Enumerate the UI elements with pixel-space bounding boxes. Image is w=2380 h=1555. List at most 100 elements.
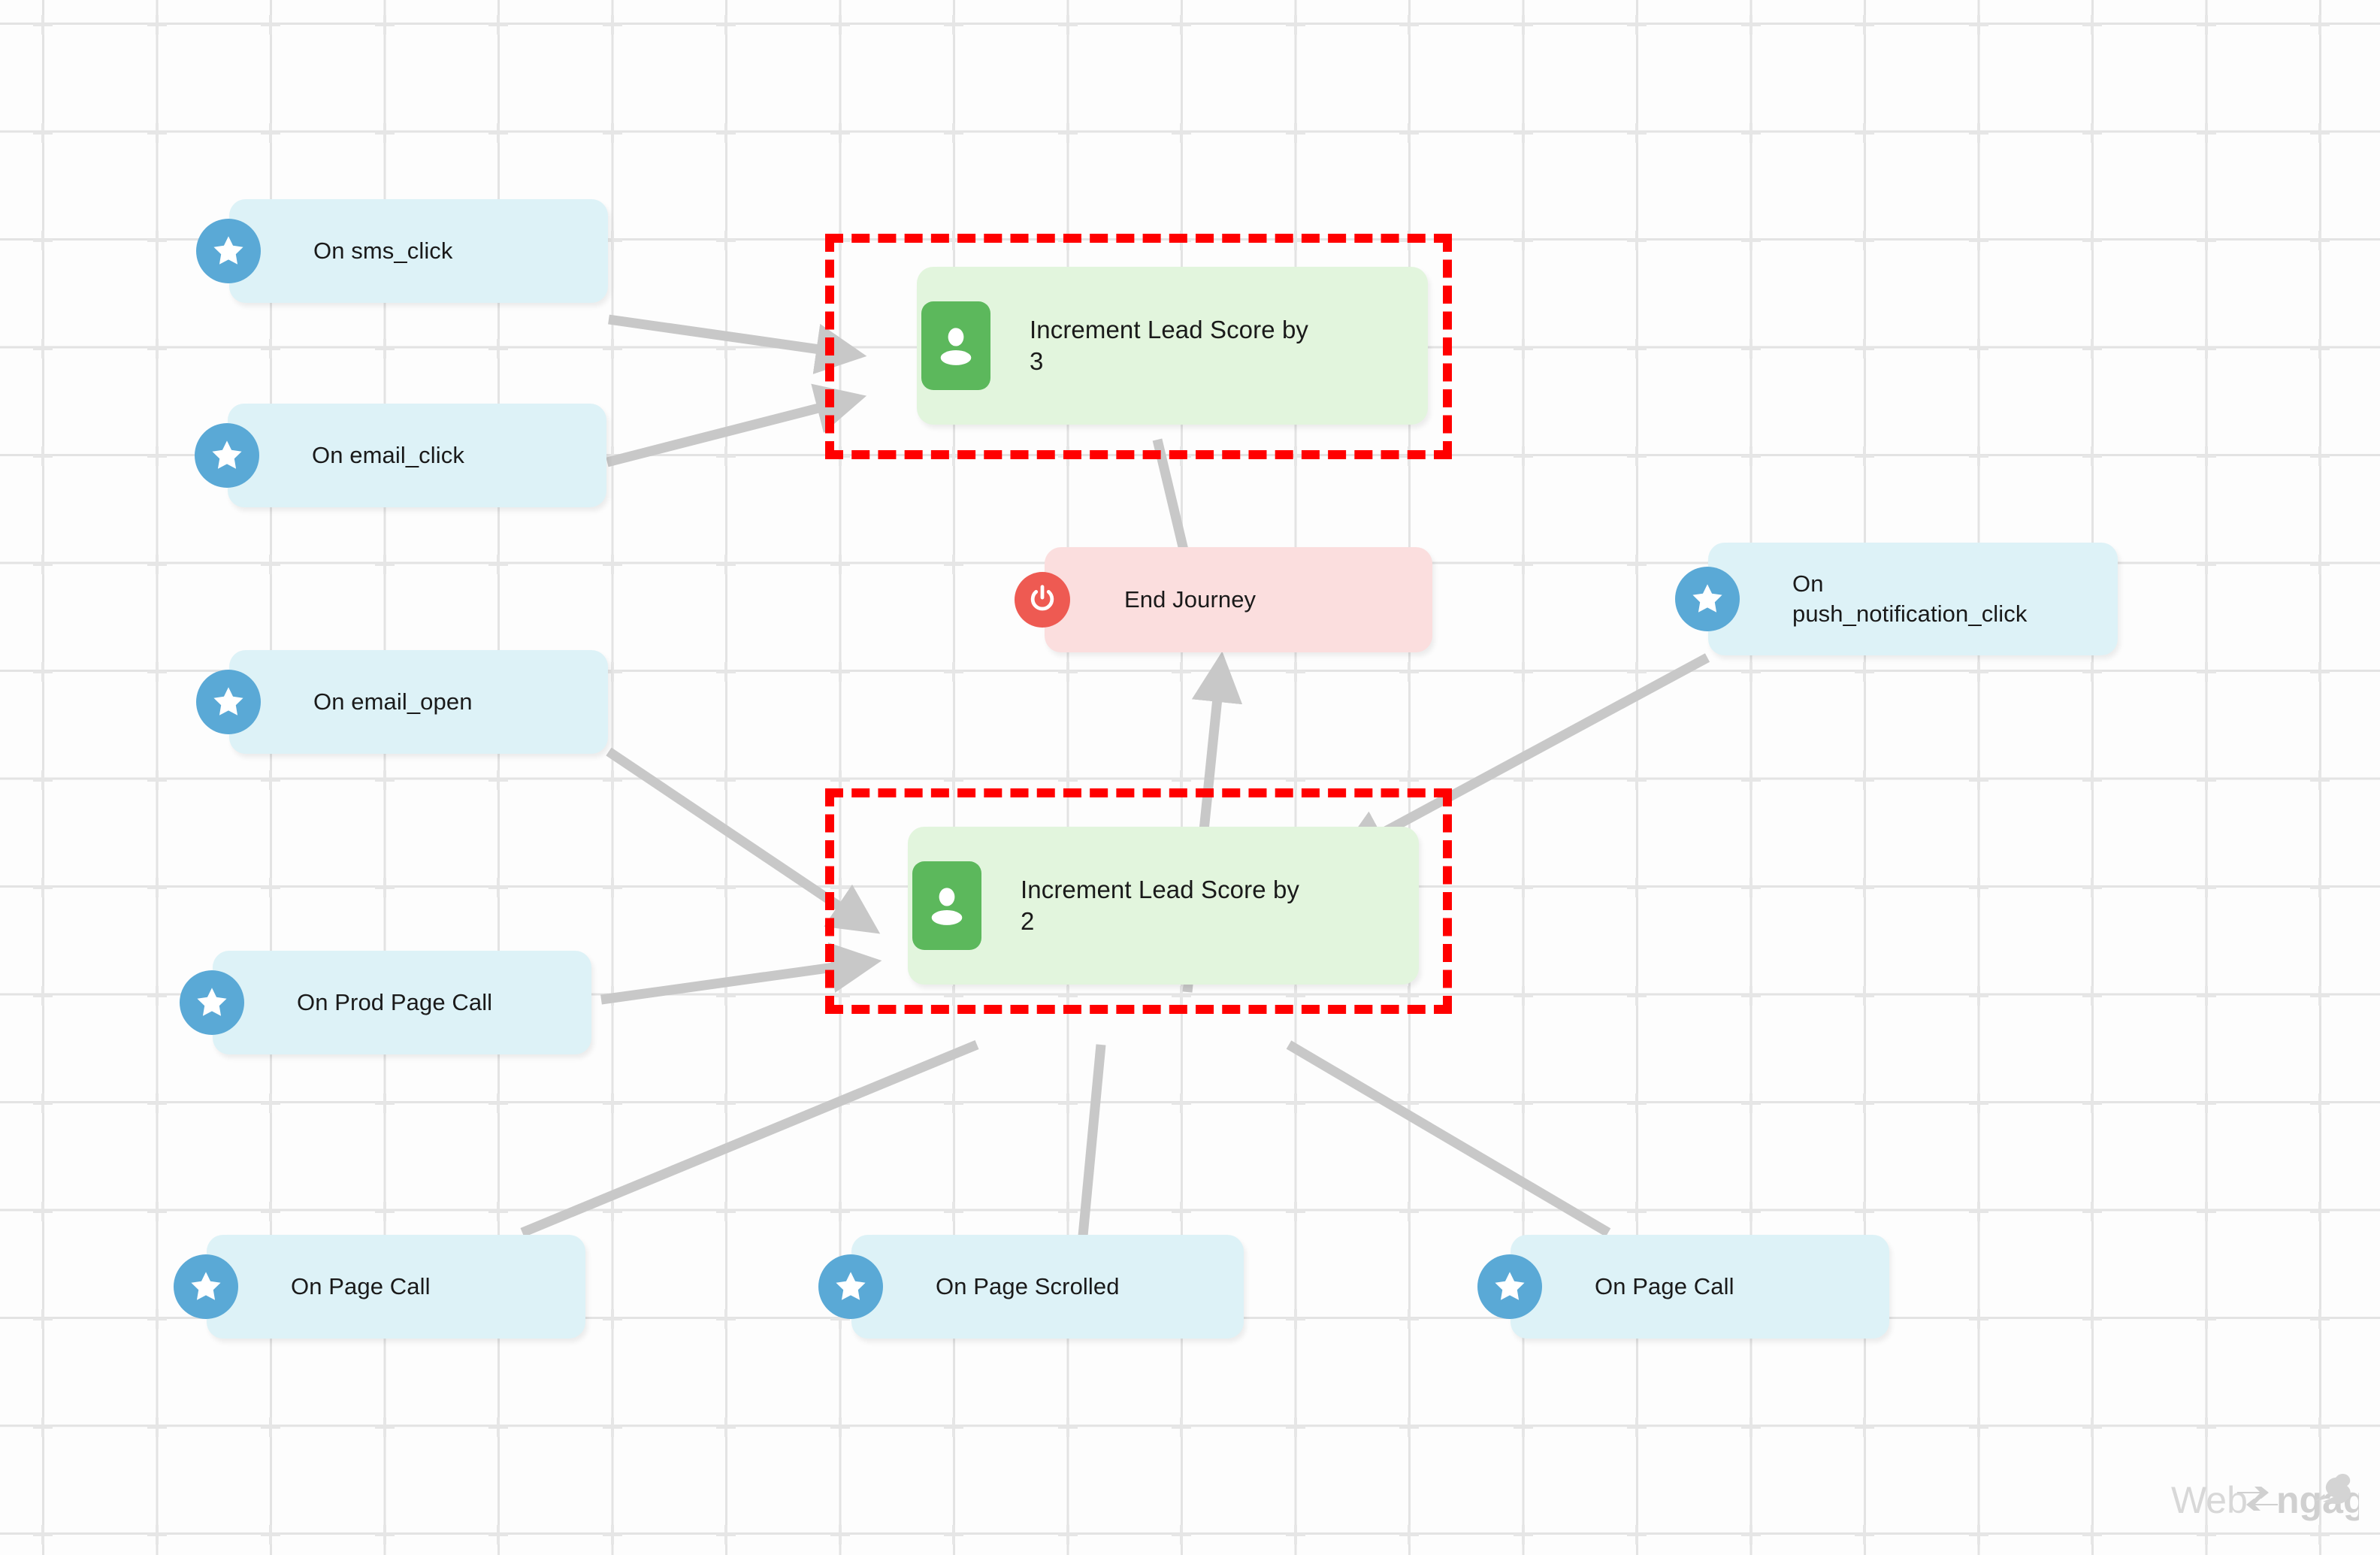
node-on-page-call-left[interactable]: On Page Call <box>174 1235 585 1339</box>
grid-plus-mark <box>2310 1417 2330 1437</box>
grid-plus-mark <box>1513 554 1533 574</box>
grid-plus-mark <box>1627 878 1647 897</box>
grid-plus-mark <box>261 770 280 790</box>
grid-plus-mark <box>261 15 280 35</box>
node-label: On Page Call <box>1595 1273 1734 1300</box>
grid-plus-mark <box>944 231 963 250</box>
grid-plus-mark <box>944 1417 963 1437</box>
grid-plus-mark <box>1740 985 1761 1006</box>
grid-plus-mark <box>33 662 53 682</box>
grid-plus-mark <box>1513 231 1533 250</box>
grid-plus-mark <box>2196 15 2216 35</box>
exchange-arrows-icon <box>2237 1487 2278 1511</box>
node-increment-lead-score-2[interactable]: Increment Lead Score by 2 <box>908 827 1419 985</box>
grid-plus-mark <box>33 123 53 143</box>
grid-plus-mark <box>602 878 622 897</box>
grid-plus-mark <box>1399 985 1419 1006</box>
grid-plus-mark <box>1057 231 1078 250</box>
grid-plus-mark <box>1057 1201 1078 1221</box>
grid-plus-mark <box>1057 123 1078 143</box>
grid-plus-mark <box>147 15 167 35</box>
grid-plus-mark <box>1740 1417 1761 1437</box>
grid-plus-mark <box>147 1525 167 1544</box>
grid-plus-mark <box>33 770 53 790</box>
node-label: Increment Lead Score by 2 <box>1021 875 1300 935</box>
grid-plus-mark <box>2082 446 2102 466</box>
grid-plus-mark <box>147 1201 167 1221</box>
grid-plus-mark <box>147 123 167 143</box>
grid-plus-mark <box>1513 1525 1533 1544</box>
grid-plus-mark <box>1172 1094 1191 1113</box>
grid-plus-mark <box>944 662 963 682</box>
grid-plus-mark <box>1399 1094 1419 1113</box>
grid-plus-mark <box>147 554 167 574</box>
node-on-email-open[interactable]: On email_open <box>196 650 608 754</box>
node-on-sms-click[interactable]: On sms_click <box>196 199 608 303</box>
grid-plus-mark <box>1627 15 1647 35</box>
grid-plus-mark <box>33 1417 53 1437</box>
grid-plus-mark <box>1172 985 1191 1006</box>
grid-plus-mark <box>1513 446 1533 466</box>
grid-plus-mark <box>1968 878 1988 897</box>
star-icon <box>180 970 244 1035</box>
node-increment-lead-score-3[interactable]: Increment Lead Score by 3 <box>917 267 1428 425</box>
grid-plus-mark <box>147 446 167 466</box>
node-on-page-call-right[interactable]: On Page Call <box>1477 1235 1889 1339</box>
grid-plus-mark <box>261 554 280 574</box>
grid-plus-mark <box>488 878 508 897</box>
grid-plus-mark <box>1172 446 1191 466</box>
grid-plus-mark <box>1513 985 1533 1006</box>
grid-plus-mark <box>488 338 508 358</box>
grid-plus-mark <box>716 123 736 143</box>
grid-plus-mark <box>2196 1417 2216 1437</box>
node-on-push-notification-click[interactable]: On push_notification_click <box>1675 543 2118 655</box>
node-end-journey[interactable]: End Journey <box>1015 547 1432 652</box>
grid-plus-mark <box>1627 123 1647 143</box>
grid-plus-mark <box>1627 338 1647 358</box>
grid-plus-mark <box>2310 1309 2330 1329</box>
grid-plus-mark <box>830 446 850 466</box>
grid-plus-mark <box>374 1417 395 1437</box>
node-on-prod-page-call[interactable]: On Prod Page Call <box>180 951 591 1054</box>
grid-plus-mark <box>2310 231 2330 250</box>
grid-plus-mark <box>1285 1201 1305 1221</box>
grid-plus-mark <box>716 231 736 250</box>
grid-plus-mark <box>1172 231 1191 250</box>
grid-plus-mark <box>147 338 167 358</box>
grid-plus-mark <box>488 1201 508 1221</box>
grid-plus-mark <box>1855 1417 1874 1437</box>
grid-plus-mark <box>1855 878 1874 897</box>
grid-plus-mark <box>830 1094 850 1113</box>
grid-plus-mark <box>716 770 736 790</box>
grid-plus-mark <box>2082 1094 2102 1113</box>
grid-plus-mark <box>944 554 963 574</box>
grid-plus-mark <box>147 878 167 897</box>
node-on-page-scrolled[interactable]: On Page Scrolled <box>818 1235 1244 1339</box>
grid-plus-mark <box>2310 15 2330 35</box>
grid-plus-mark <box>261 123 280 143</box>
grid-plus-mark <box>2310 446 2330 466</box>
grid-plus-mark <box>1855 123 1874 143</box>
grid-plus-mark <box>944 1201 963 1221</box>
grid-plus-mark <box>830 1525 850 1544</box>
grid-plus-mark <box>1855 1201 1874 1221</box>
node-label: On push_notification_click <box>1792 570 2028 627</box>
grid-plus-mark <box>1399 123 1419 143</box>
grid-plus-mark <box>2310 1201 2330 1221</box>
grid-plus-mark <box>1968 985 1988 1006</box>
grid-plus-mark <box>2082 1309 2102 1329</box>
grid-plus-mark <box>2196 1201 2216 1221</box>
grid-plus-mark <box>716 985 736 1006</box>
power-icon <box>1015 572 1070 628</box>
grid-plus-mark <box>1513 338 1533 358</box>
grid-plus-mark <box>1968 662 1988 682</box>
node-label: End Journey <box>1124 586 1257 613</box>
grid-plus-mark <box>830 338 850 358</box>
grid-plus-mark <box>1399 1417 1419 1437</box>
grid-plus-mark <box>1855 662 1874 682</box>
grid-plus-mark <box>716 1201 736 1221</box>
grid-plus-mark <box>1740 770 1761 790</box>
node-on-email-click[interactable]: On email_click <box>195 404 606 507</box>
grid-plus-mark <box>147 662 167 682</box>
